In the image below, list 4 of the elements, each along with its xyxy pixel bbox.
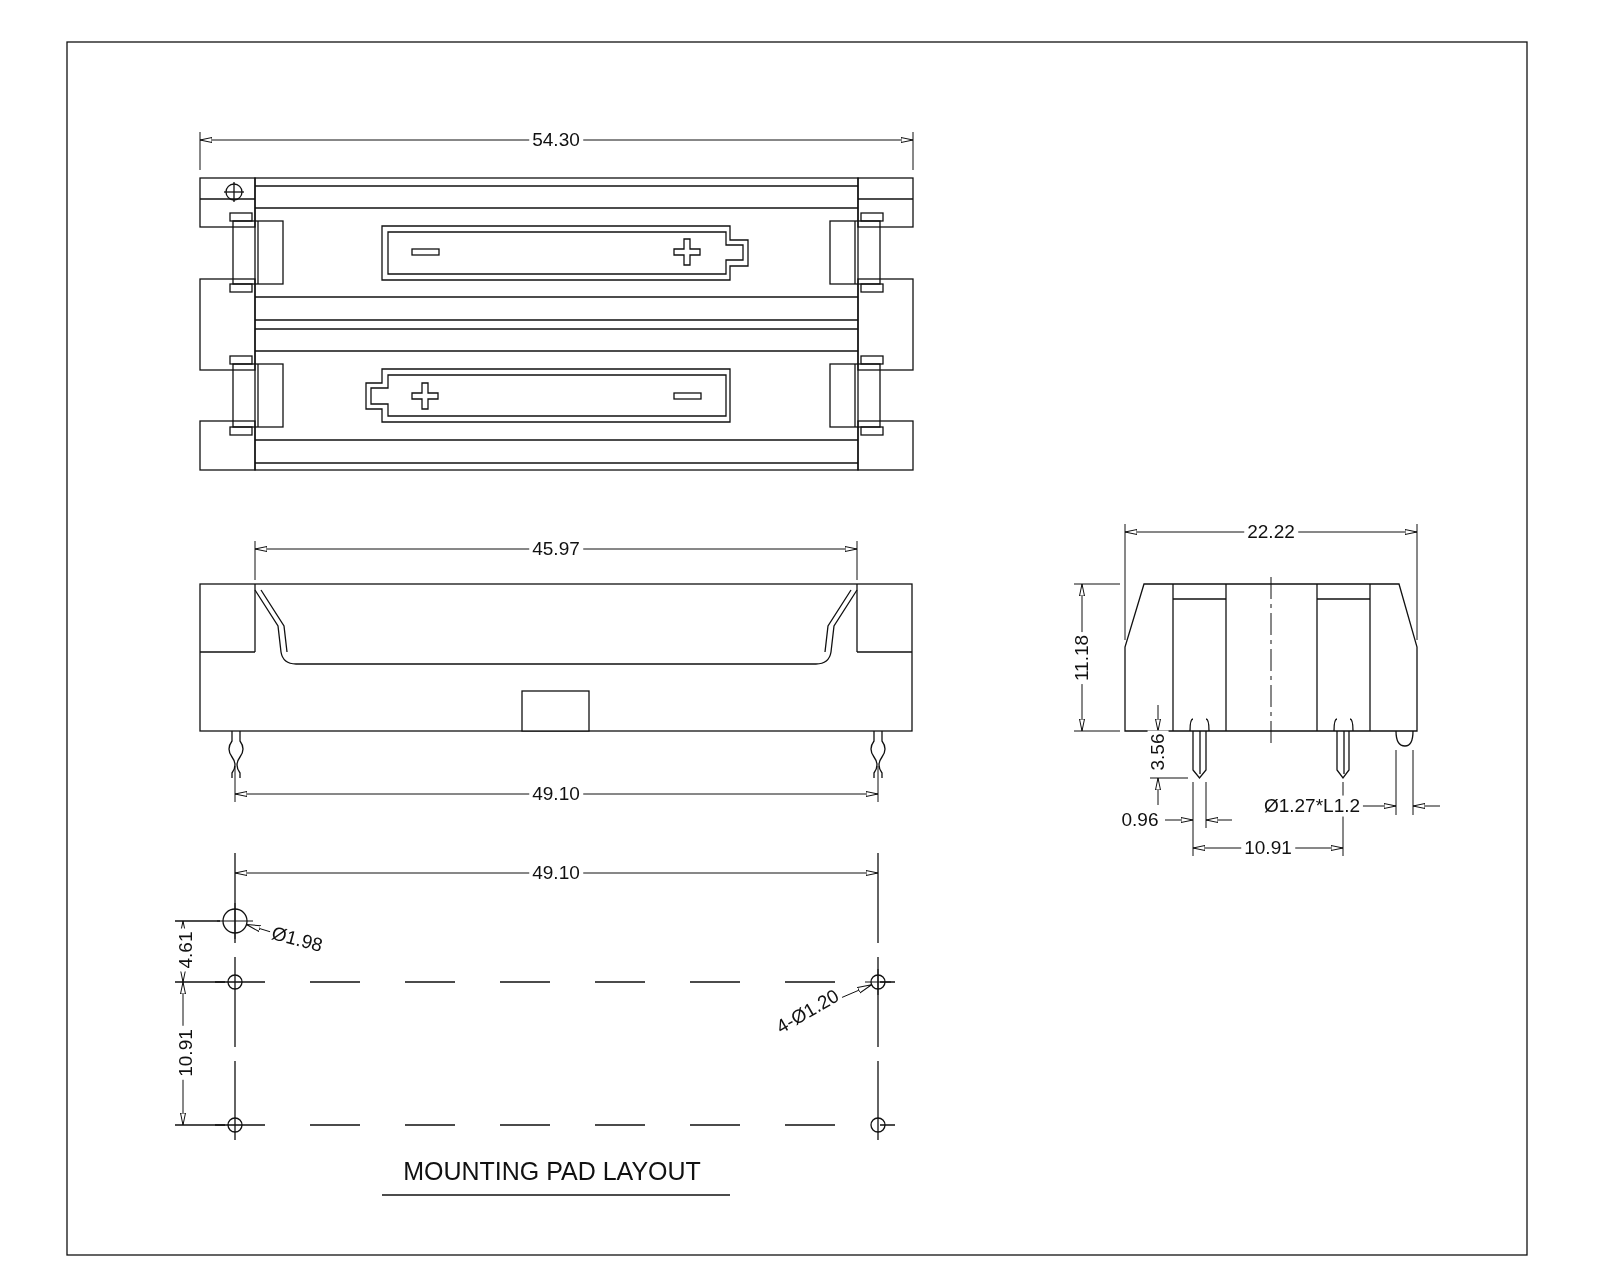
leader-line <box>841 984 873 998</box>
mounting-hole <box>222 908 248 934</box>
leader-line <box>245 924 271 933</box>
mounting-hole <box>870 974 886 990</box>
